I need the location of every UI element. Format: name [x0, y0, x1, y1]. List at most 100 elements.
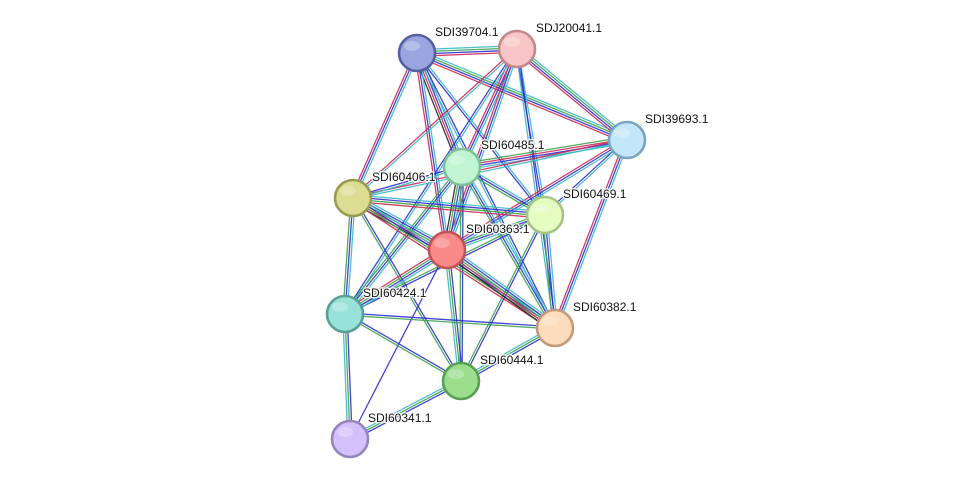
node-label-sdi60444-1: SDI60444.1	[480, 353, 544, 367]
edge-sdi60424-1-sdi60382-1	[344, 312, 556, 330]
edge-evidence-line	[447, 247, 557, 327]
node-sdj20041-1[interactable]	[497, 29, 537, 69]
node-circle[interactable]	[397, 33, 437, 73]
node-circle[interactable]	[427, 230, 467, 270]
edge-evidence-line	[459, 213, 545, 382]
edge-evidence-line	[517, 48, 547, 216]
edge-evidence-line	[343, 248, 448, 314]
node-circle[interactable]	[441, 361, 481, 401]
edge-evidence-line	[459, 166, 462, 382]
node-sdi60444-1[interactable]	[441, 361, 481, 401]
edge-evidence-line	[346, 313, 353, 440]
edge-evidence-line	[344, 314, 556, 330]
node-label-sdj20041-1: SDJ20041.1	[536, 21, 602, 35]
edge-evidence-line	[416, 52, 448, 251]
edge-evidence-line	[348, 378, 461, 438]
edges-layer	[342, 45, 630, 442]
edge-sdi39693-1-sdi60406-1	[352, 138, 628, 200]
edge-sdi60444-1-sdi60341-1	[348, 378, 463, 442]
node-circle[interactable]	[325, 294, 365, 334]
edge-sdi39693-1-sdi60382-1	[552, 138, 630, 330]
node-highlight	[337, 427, 353, 437]
edge-sdi60485-1-sdi60424-1	[342, 164, 465, 317]
edge-evidence-line	[352, 196, 546, 215]
edge-evidence-line	[352, 52, 418, 199]
node-sdi60469-1[interactable]	[525, 195, 565, 235]
node-sdi39693-1[interactable]	[607, 120, 647, 160]
edge-evidence-line	[461, 138, 628, 167]
node-highlight	[542, 316, 558, 326]
node-sdi60341-1[interactable]	[330, 419, 370, 459]
edge-evidence-line	[445, 137, 627, 249]
node-label-sdi60382-1: SDI60382.1	[573, 300, 637, 314]
edge-evidence-line	[349, 249, 448, 440]
node-sdi60424-1[interactable]	[325, 294, 365, 334]
edge-evidence-line	[517, 47, 629, 140]
edge-evidence-line	[346, 252, 450, 318]
edge-evidence-line	[448, 245, 559, 326]
edge-evidence-line	[342, 164, 461, 314]
node-label-sdi60363-1: SDI60363.1	[466, 222, 530, 236]
edge-evidence-line	[350, 382, 463, 442]
edge-evidence-line	[354, 53, 420, 200]
edge-evidence-line	[352, 138, 628, 198]
edge-evidence-line	[344, 313, 351, 440]
edge-evidence-line	[418, 52, 450, 251]
edge-sdj20041-1-sdi39693-1	[514, 45, 630, 144]
edge-sdi60424-1-sdi60341-1	[342, 313, 353, 440]
node-label-sdi60406-1: SDI60406.1	[372, 170, 436, 184]
edge-sdi60424-1-sdi60444-1	[343, 312, 463, 383]
node-circle[interactable]	[442, 147, 482, 187]
edge-evidence-line	[342, 197, 352, 315]
edge-sdi39704-1-sdi60363-1	[414, 52, 450, 251]
node-highlight	[614, 128, 630, 138]
edge-sdi60406-1-sdi60424-1	[342, 197, 356, 315]
edge-evidence-line	[344, 250, 449, 316]
node-label-sdi60485-1: SDI60485.1	[481, 138, 545, 152]
edge-evidence-line	[461, 214, 547, 383]
node-sdi39704-1[interactable]	[397, 33, 437, 73]
node-circle[interactable]	[535, 308, 575, 348]
node-circle[interactable]	[525, 195, 565, 235]
node-highlight	[504, 37, 520, 47]
node-label-sdi60424-1: SDI60424.1	[363, 286, 427, 300]
edge-evidence-line	[346, 167, 465, 317]
node-sdi60406-1[interactable]	[333, 178, 373, 218]
edge-evidence-line	[517, 48, 557, 329]
edge-evidence-line	[351, 47, 517, 198]
edge-sdi60363-1-sdi60424-1	[342, 246, 450, 318]
edge-evidence-line	[415, 53, 628, 142]
node-sdi60382-1[interactable]	[535, 308, 575, 348]
edge-evidence-line	[343, 314, 462, 383]
edge-evidence-line	[342, 246, 446, 312]
edge-sdi60363-1-sdi60444-1	[444, 249, 464, 382]
edge-sdi60469-1-sdi60444-1	[459, 213, 547, 383]
node-circle[interactable]	[330, 419, 370, 459]
node-label-sdi39704-1: SDI39704.1	[435, 25, 499, 39]
edge-evidence-line	[515, 49, 627, 142]
edge-evidence-line	[414, 52, 446, 251]
edge-sdi60485-1-sdi60382-1	[459, 165, 558, 330]
node-sdi60485-1[interactable]	[442, 147, 482, 187]
edge-evidence-line	[417, 51, 547, 215]
edge-evidence-line	[446, 249, 462, 382]
node-sdi60363-1[interactable]	[427, 230, 467, 270]
edge-evidence-line	[446, 48, 518, 251]
edge-evidence-line	[461, 140, 628, 169]
edge-evidence-line	[352, 140, 628, 200]
node-highlight	[340, 186, 356, 196]
node-highlight	[434, 238, 450, 248]
node-circle[interactable]	[607, 120, 647, 160]
edge-evidence-line	[445, 251, 555, 331]
edge-sdj20041-1-sdi60406-1	[351, 47, 519, 200]
edge-evidence-line	[552, 138, 626, 328]
edge-evidence-line	[446, 249, 556, 329]
edge-evidence-line	[353, 49, 519, 200]
node-circle[interactable]	[497, 29, 537, 69]
edge-evidence-line	[463, 165, 558, 328]
node-label-sdi39693-1: SDI39693.1	[645, 112, 709, 126]
node-circle[interactable]	[333, 178, 373, 218]
edge-evidence-line	[518, 45, 630, 139]
edge-sdi60406-1-sdi60444-1	[351, 196, 463, 383]
